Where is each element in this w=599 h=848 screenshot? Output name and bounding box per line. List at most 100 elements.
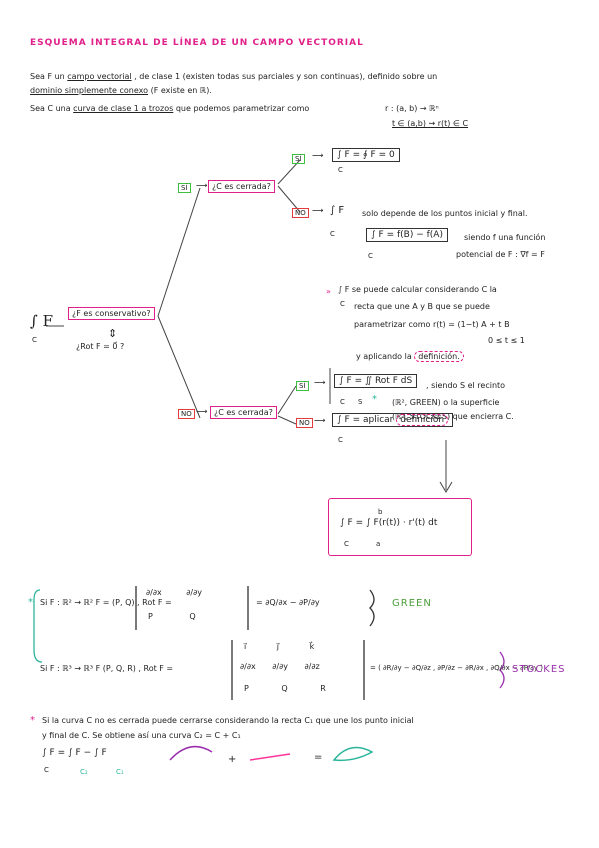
page-title: ESQUEMA INTEGRAL DE LÍNEA DE UN CAMPO VE… xyxy=(30,38,364,48)
det-cell: ∂/∂z xyxy=(304,662,320,671)
definition-formula: ∫ F = ∫ F(r(t)) · r'(t) dt xyxy=(340,518,438,528)
stokes-result: = ( ∂R/∂y − ∂Q/∂z , ∂P/∂z − ∂R/∂x , ∂Q/∂… xyxy=(370,664,543,672)
sub-s: S xyxy=(358,398,363,406)
no-label: NO xyxy=(296,418,313,428)
branch-line xyxy=(277,159,301,185)
root-integral: ∫ F xyxy=(30,312,53,330)
param-line-2: t ∈ (a,b) ⇝ r(t) ∈ C xyxy=(392,119,469,128)
stokes-text: Si F : ℝ³ → ℝ³ F (P, Q, R) , Rot F = xyxy=(40,664,174,673)
det-row-1: ∂/∂x ∂/∂y xyxy=(146,588,202,597)
r1-formula-box: ∫ F = ∮ F = 0 xyxy=(332,148,400,162)
q-closed-box: ¿C es cerrada? xyxy=(208,180,275,193)
sub-c: C xyxy=(368,252,373,260)
definition-cloud: definición. xyxy=(414,351,464,362)
r2-potencial: potencial de F : ∇f = F xyxy=(456,250,545,259)
arrow-icon: ⟶ xyxy=(314,378,326,387)
r2-box: ∫ F = f(B) − f(A) xyxy=(366,228,448,242)
star-mark: * xyxy=(30,715,35,726)
arrow-icon: ⟶ xyxy=(312,151,324,160)
det-cell: ∂/∂y xyxy=(272,662,288,671)
star-mark: * xyxy=(372,394,377,405)
det-cell: ∂/∂x xyxy=(146,588,162,597)
yes-label: SÍ xyxy=(296,381,309,391)
note-line-1: Si la curva C no es cerrada puede cerrar… xyxy=(42,716,414,725)
closed-curve-c2 xyxy=(332,746,374,762)
definition-cloud: definición xyxy=(396,414,449,426)
sub-c: C xyxy=(340,398,345,406)
r2-formula: ∫ F xyxy=(330,205,345,216)
det-cell: j⃗ xyxy=(276,642,280,651)
r3-text: y aplicando la xyxy=(356,352,412,361)
r3-mark: » xyxy=(326,287,331,296)
arrow-icon: ⟶ xyxy=(196,407,208,416)
r4-line-2: (ℝ², GREEN) o la superficie xyxy=(392,398,500,407)
rot-question: ¿Rot F = 0⃗ ? xyxy=(76,342,125,351)
det-cell: R xyxy=(320,684,326,693)
det-row-2: P Q xyxy=(148,612,196,621)
r4-text: , siendo S el recinto xyxy=(426,381,506,390)
upper-limit: b xyxy=(378,508,383,516)
branch-line xyxy=(157,315,201,419)
det-cell: ∂/∂x xyxy=(240,662,256,671)
det-row-1: ∂/∂x ∂/∂y ∂/∂z xyxy=(240,662,320,671)
det-cell: P xyxy=(244,684,249,693)
intro-underlined: dominio simplemente conexo xyxy=(30,86,149,95)
r3-line-3: parametrizar como r(t) = (1−t) A + t B xyxy=(354,320,510,329)
r3-line-1: ∫ F se puede calcular considerando C la xyxy=(338,285,497,294)
det-cell: i⃗ xyxy=(244,642,247,651)
note-line-2: y final de C. Se obtiene así una curva C… xyxy=(42,731,241,740)
intro-line-3: Sea C una curva de clase 1 a trozos que … xyxy=(30,104,309,113)
intro-text: Sea F un xyxy=(30,72,65,81)
no-label: NO xyxy=(292,208,309,218)
sub-c2: C₂ xyxy=(80,768,88,776)
det-cell: k⃗ xyxy=(309,642,315,651)
r3-line-2: recta que une A y B que se puede xyxy=(354,302,490,311)
no-label: NO xyxy=(178,409,195,419)
branch-line xyxy=(277,185,301,213)
intro-text: Sea C una xyxy=(30,104,71,113)
det-cell: P xyxy=(148,612,153,621)
intro-line-1: Sea F un campo vectorial , de clase 1 (e… xyxy=(30,72,437,81)
intro-text: , de clase 1 (existen todas sus parciale… xyxy=(134,72,438,81)
right-brace xyxy=(369,589,375,627)
intro-text: que podemos parametrizar como xyxy=(175,104,310,113)
green-text: Si F : ℝ² → ℝ² F = (P, Q) , Rot F = xyxy=(40,598,172,607)
right-brace xyxy=(499,651,505,689)
arrow-icon: ⟶ xyxy=(196,181,208,190)
det-row-0: i⃗ j⃗ k⃗ xyxy=(244,642,314,651)
det-row-2: P Q R xyxy=(244,684,326,693)
equals-sign: = xyxy=(314,752,323,763)
det-bars xyxy=(231,640,365,700)
r2-siendo: siendo f una función xyxy=(464,233,546,242)
det-cell: Q xyxy=(189,612,196,621)
r5-formula-box: ∫ F = aplicar definición xyxy=(332,413,454,427)
sub-c: C xyxy=(344,540,349,548)
r3-line-4: 0 ≤ t ≤ 1 xyxy=(488,336,525,345)
sub-c: C xyxy=(330,230,335,238)
green-label: GREEN xyxy=(392,598,432,609)
r2-text: solo depende de los puntos inicial y fin… xyxy=(362,209,528,218)
q-closed-box-2: ¿C es cerrada? xyxy=(210,406,277,419)
sub-c1: C₁ xyxy=(116,768,124,776)
intro-line-2: dominio simplemente conexo (F existe en … xyxy=(30,86,212,95)
det-cell: Q xyxy=(281,684,288,693)
q-conservative-box: ¿F es conservativo? xyxy=(68,307,155,320)
branch-line xyxy=(157,187,201,317)
stokes-label: STOCKES xyxy=(512,664,566,675)
intro-underlined: campo vectorial xyxy=(67,72,132,81)
definition-box xyxy=(328,498,472,556)
sub-c: C xyxy=(338,166,343,174)
r5-text: ∫ F = aplicar xyxy=(337,415,394,425)
curve-c xyxy=(169,745,213,761)
yes-label: SÍ xyxy=(292,154,305,164)
equiv-arrow: ⇕ xyxy=(108,327,118,340)
arrow-icon: ⟶ xyxy=(314,416,326,425)
intro-underlined: curva de clase 1 a trozos xyxy=(73,104,174,113)
arrow-icon: ⟶ xyxy=(312,206,324,215)
sub-c: C xyxy=(340,300,345,308)
det-cell: ∂/∂y xyxy=(186,588,202,597)
yes-label: SÍ xyxy=(178,183,191,193)
intro-text: (F existe en ℝ). xyxy=(150,86,212,95)
